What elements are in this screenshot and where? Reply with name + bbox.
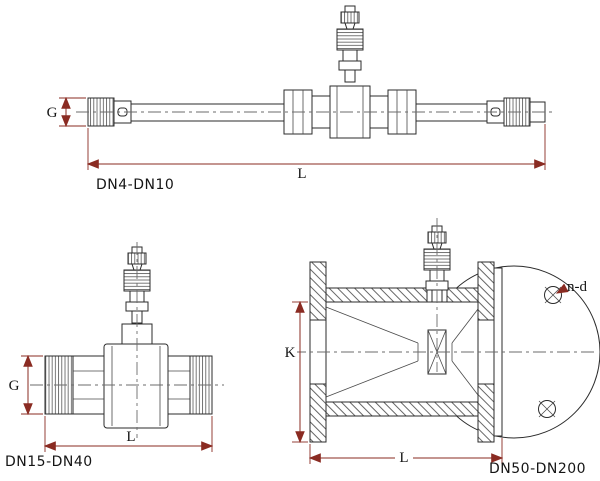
dimension-l: L xyxy=(43,416,214,452)
dim-label-l: L xyxy=(126,429,135,445)
dim-label-g: G xyxy=(47,105,58,121)
dimension-g: G xyxy=(47,96,86,128)
dimension-l: L xyxy=(308,438,504,466)
drawing-dn15-dn40: G L DN15-DN40 xyxy=(5,242,224,470)
dimension-g: G xyxy=(9,354,43,416)
drawing-dn50-dn200: n-d K L DN50-DN200 xyxy=(283,218,600,477)
pipe-right xyxy=(413,103,489,122)
drawing-dn4-dn10: G L DN4-DN10 xyxy=(47,5,556,193)
dim-label-n-d: n-d xyxy=(567,279,587,295)
meter-body xyxy=(103,343,169,429)
dim-label-g: G xyxy=(9,378,20,394)
dim-label-l: L xyxy=(399,450,408,466)
dimension-l: L xyxy=(86,124,547,182)
meter-body xyxy=(283,85,417,139)
pipe-left xyxy=(129,103,287,122)
dim-label-k: K xyxy=(285,345,296,361)
caption-dn4-dn10: DN4-DN10 xyxy=(96,177,174,193)
bolt-hole-bottom xyxy=(538,400,556,418)
caption-dn15-dn40: DN15-DN40 xyxy=(5,454,93,470)
body-wall-top xyxy=(325,287,479,303)
bolt-hole-callout: n-d xyxy=(555,279,587,295)
caption-dn50-dn200: DN50-DN200 xyxy=(489,461,586,477)
sensor-transmitter xyxy=(336,5,364,83)
body-wall-bottom xyxy=(325,401,479,417)
dim-label-l: L xyxy=(297,166,306,182)
bolt-hole-top xyxy=(544,286,562,304)
dimension-k: K xyxy=(283,300,308,444)
